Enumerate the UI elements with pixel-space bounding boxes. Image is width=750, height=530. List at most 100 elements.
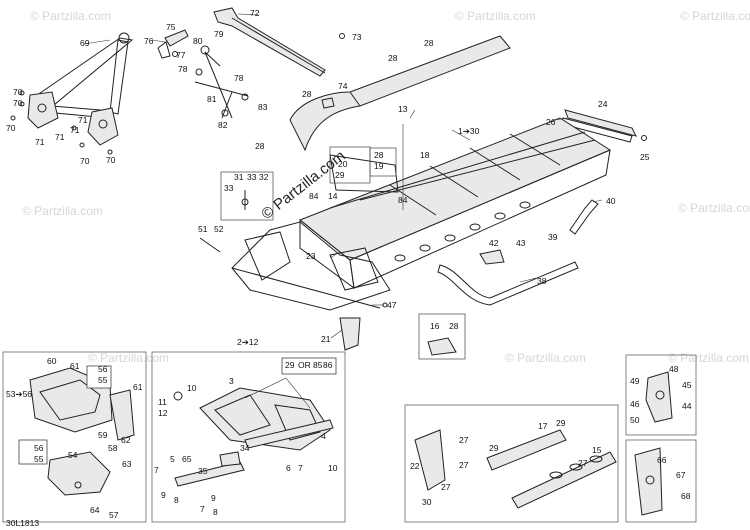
callout-27: 27 (441, 482, 451, 492)
callout-29: 29 (489, 443, 499, 453)
callout-8: 8 (174, 495, 179, 505)
callout-42: 42 (489, 238, 499, 248)
tunnel-cover-13 (289, 35, 511, 152)
callout-28: 28 (255, 141, 265, 151)
callout-85: 85 (313, 360, 323, 370)
frame-box-44-50 (625, 354, 697, 436)
main-frame-tunnel (231, 117, 612, 311)
inset-box-31-33 (220, 171, 274, 221)
linkage-assembly (194, 45, 249, 119)
callout-33: 33 (224, 183, 234, 193)
callout-61: 61 (70, 361, 80, 371)
watermark-text: © Partzilla.com (680, 9, 750, 23)
callout-27: 27 (459, 435, 469, 445)
watermark-text: © Partzilla.com (678, 201, 750, 215)
callout-59: 59 (98, 430, 108, 440)
callout-labels: 69 76 75 77 72 73 80 79 78 78 81 82 83 7… (6, 8, 692, 528)
callout-55: 55 (34, 454, 44, 464)
callout-43: 43 (516, 238, 526, 248)
callout-19: 19 (374, 161, 384, 171)
callout-27: 27 (459, 460, 469, 470)
callout-71: 71 (35, 137, 45, 147)
callout-11: 11 (158, 397, 167, 407)
callout-62: 62 (121, 435, 131, 445)
callout-28: 28 (374, 150, 384, 160)
callout-50: 50 (630, 415, 640, 425)
drawing-code: 30L1813 (6, 518, 39, 528)
callout-70: 70 (80, 156, 90, 166)
callout-17: 17 (538, 421, 548, 431)
callout-24: 24 (598, 99, 608, 109)
callout-82: 82 (218, 120, 228, 130)
callout-10: 10 (187, 383, 197, 393)
callout-52: 52 (214, 224, 224, 234)
callout-4: 4 (321, 431, 326, 441)
callout-38: 38 (537, 276, 547, 286)
callout-27: 27 (578, 458, 588, 468)
callout-70: 70 (106, 155, 116, 165)
callout-70: 70 (6, 123, 16, 133)
frame-box-2-12 (151, 351, 346, 523)
callout-78: 78 (234, 73, 244, 83)
callout-80: 80 (193, 36, 203, 46)
callout-32: 32 (259, 172, 269, 182)
steering-column-72 (213, 7, 345, 77)
callout-26: 26 (546, 117, 556, 127)
misc-small-parts (199, 237, 388, 351)
callout-16: 16 (430, 321, 440, 331)
callout-15: 15 (592, 445, 602, 455)
callout-22: 22 (410, 461, 420, 471)
watermark-text: © Partzilla.com (88, 351, 169, 365)
callout-7: 7 (200, 504, 205, 514)
callout-7: 7 (298, 463, 303, 473)
callout-57: 57 (109, 510, 119, 520)
callout-40: 40 (606, 196, 616, 206)
frame-box-53-56 (2, 351, 147, 523)
callout-7: 7 (154, 465, 159, 475)
callout-81: 81 (207, 94, 217, 104)
callout-49: 49 (630, 376, 640, 386)
callout-or: OR (298, 360, 311, 370)
watermark-text: © Partzilla.com (455, 9, 536, 23)
callout-76: 76 (144, 36, 154, 46)
inset-box-16-28 (418, 313, 466, 360)
watermark-text: © Partzilla.com (30, 9, 111, 23)
callout-21: 21 (321, 334, 331, 344)
callout-70: 70 (13, 87, 23, 97)
callout-29: 29 (285, 360, 295, 370)
callout-31: 31 (234, 172, 244, 182)
callout-71: 71 (55, 132, 65, 142)
callout-28: 28 (388, 53, 398, 63)
callout-56: 56 (98, 364, 108, 374)
callout-77: 77 (176, 50, 186, 60)
callout-29: 29 (335, 170, 345, 180)
callout-6: 6 (286, 463, 291, 473)
callout-69: 69 (80, 38, 90, 48)
frame-box-15-30 (404, 404, 619, 523)
frame-box-66-68 (625, 439, 697, 523)
callout-3: 3 (229, 376, 234, 386)
callout-45: 45 (682, 380, 692, 390)
callout-12: 12 (158, 408, 168, 418)
callout-35: 35 (198, 466, 208, 476)
callout-67: 67 (676, 470, 686, 480)
callout-30: 30 (422, 497, 432, 507)
watermark-text: © Partzilla.com (22, 204, 103, 218)
callout-47: 47 (387, 300, 397, 310)
callout-9: 9 (211, 493, 216, 503)
callout-28: 28 (424, 38, 434, 48)
callout-71: 71 (78, 115, 88, 125)
callout-79: 79 (214, 29, 224, 39)
callout-56: 56 (34, 443, 44, 453)
callout-64: 64 (90, 505, 100, 515)
callout-2-to-12: 2➔12 (237, 337, 259, 347)
callout-58: 58 (108, 443, 118, 453)
callout-65: 65 (182, 454, 192, 464)
callout-61: 61 (133, 382, 143, 392)
callout-9: 9 (161, 490, 166, 500)
callout-73: 73 (352, 32, 362, 42)
callout-55: 55 (98, 375, 108, 385)
callout-13: 13 (398, 104, 408, 114)
callout-1-to-30: 1➔30 (458, 126, 480, 136)
callout-25: 25 (640, 152, 650, 162)
